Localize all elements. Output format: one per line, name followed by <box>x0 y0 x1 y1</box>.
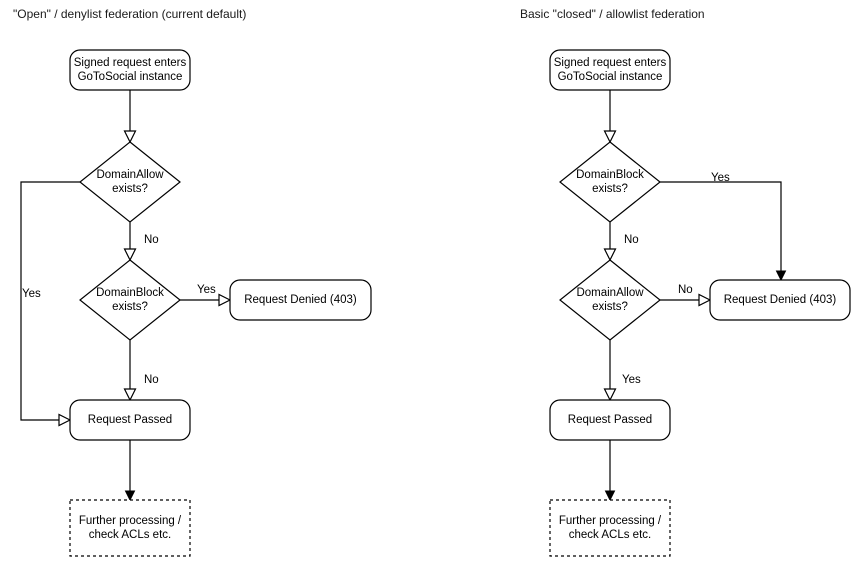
node-request-denied: Request Denied (403) <box>709 279 851 321</box>
node-domain-allow-decision: DomainAllow exists? <box>559 259 661 341</box>
panel-title-open-denylist: "Open" / denylist federation (current de… <box>13 7 246 21</box>
node-domain-allow-decision-text: DomainAllow <box>576 287 644 299</box>
edge-domain-block-yes-arrowhead <box>218 293 232 307</box>
edge-domain-allow-yes-arrowhead <box>58 413 72 427</box>
node-domain-block-decision-shape <box>79 259 181 341</box>
edge-domain-allow-no-label: No <box>144 234 159 246</box>
edge-domain-allow-yes-arrowhead <box>603 388 617 402</box>
edge-domain-allow-yes <box>20 181 80 421</box>
edge-domain-block-yes-label: Yes <box>197 284 216 296</box>
node-domain-block-decision-shape <box>559 141 661 223</box>
edge-entry-to-domain-allow-arrowhead <box>123 130 137 144</box>
node-domain-block-decision-text: exists? <box>592 183 628 195</box>
panel-title-closed-allowlist: Basic "closed" / allowlist federation <box>520 7 705 21</box>
edge-domain-block-no-arrowhead <box>123 388 137 402</box>
flow-panel-closed-allowlist: Basic "closed" / allowlist federationYes… <box>520 7 851 557</box>
node-signed-request-entry-text: GoToSocial instance <box>78 71 183 83</box>
edge-domain-block-yes-label: Yes <box>711 172 730 184</box>
edge-domain-block-yes <box>660 181 782 272</box>
node-request-denied-text: Request Denied (403) <box>244 294 357 306</box>
node-request-passed-text: Request Passed <box>88 414 172 426</box>
node-request-passed-shape <box>549 399 671 441</box>
node-domain-block-decision-text: exists? <box>112 301 148 313</box>
edge-domain-block-no-label: No <box>144 374 159 386</box>
node-signed-request-entry-text: Signed request enters <box>74 57 187 69</box>
node-domain-allow-decision-shape <box>79 141 181 223</box>
node-domain-allow-decision-text: exists? <box>592 301 628 313</box>
node-domain-allow-decision-text: exists? <box>112 183 148 195</box>
node-domain-allow-decision: DomainAllow exists? <box>79 141 181 223</box>
node-request-denied-text: Request Denied (403) <box>724 294 837 306</box>
edge-passed-to-further-arrowhead <box>604 490 616 502</box>
node-request-passed: Request Passed <box>549 399 671 441</box>
node-domain-block-decision: DomainBlock exists? <box>559 141 661 223</box>
node-domain-block-decision-text: DomainBlock <box>576 169 644 181</box>
node-further-processing-text: Further processing / <box>559 515 662 527</box>
flow-panel-open-denylist: "Open" / denylist federation (current de… <box>13 7 372 557</box>
edge-domain-allow-no-label: No <box>678 284 693 296</box>
edge-domain-allow-yes-label: Yes <box>22 288 41 300</box>
edge-domain-block-yes-arrowhead <box>775 270 787 282</box>
node-request-denied: Request Denied (403) <box>229 279 372 321</box>
node-domain-block-decision-text: DomainBlock <box>96 287 164 299</box>
node-request-passed-text: Request Passed <box>568 414 652 426</box>
node-signed-request-entry-shape <box>549 49 671 91</box>
edge-domain-allow-no-arrowhead <box>123 248 137 262</box>
node-further-processing-text: check ACLs etc. <box>89 529 171 541</box>
edge-domain-block-no-label: No <box>624 234 639 246</box>
node-further-processing-text: Further processing / <box>79 515 182 527</box>
node-further-processing-shape <box>69 499 191 557</box>
edge-domain-allow-no-arrowhead <box>698 293 712 307</box>
node-domain-allow-decision-shape <box>559 259 661 341</box>
node-signed-request-entry-shape <box>69 49 191 91</box>
node-request-denied-shape <box>229 279 372 321</box>
edge-entry-to-domain-block-arrowhead <box>603 130 617 144</box>
node-domain-block-decision: DomainBlock exists? <box>79 259 181 341</box>
node-signed-request-entry-text: GoToSocial instance <box>558 71 663 83</box>
node-domain-allow-decision-text: DomainAllow <box>96 169 164 181</box>
edge-passed-to-further-arrowhead <box>124 490 136 502</box>
edge-domain-allow-yes-label: Yes <box>622 374 641 386</box>
node-further-processing: Further processing / check ACLs etc. <box>69 499 191 557</box>
edge-domain-block-no-arrowhead <box>603 248 617 262</box>
node-signed-request-entry-text: Signed request enters <box>554 57 667 69</box>
node-further-processing: Further processing / check ACLs etc. <box>549 499 671 557</box>
node-request-denied-shape <box>709 279 851 321</box>
node-request-passed: Request Passed <box>69 399 191 441</box>
node-further-processing-shape <box>549 499 671 557</box>
node-request-passed-shape <box>69 399 191 441</box>
node-further-processing-text: check ACLs etc. <box>569 529 651 541</box>
